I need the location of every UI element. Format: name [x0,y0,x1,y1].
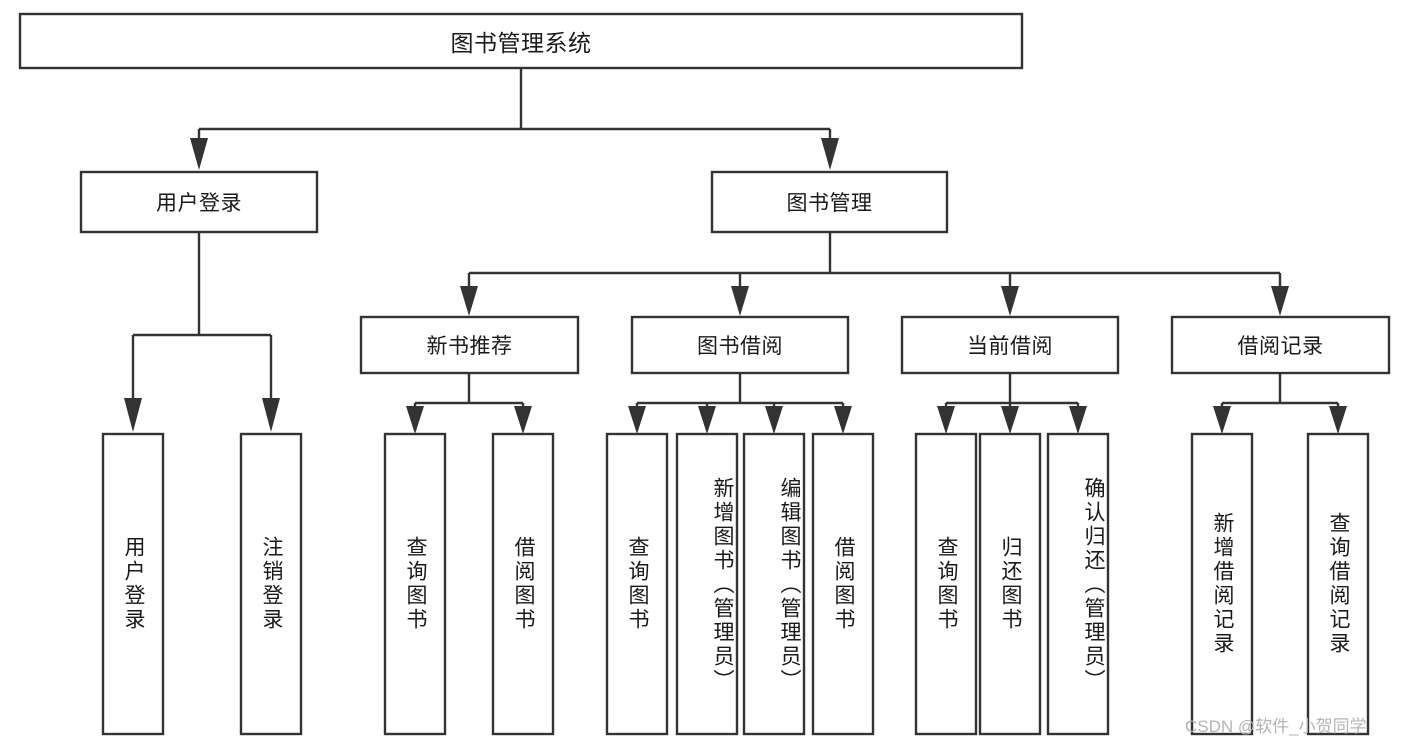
arrow-head-book-manage [821,138,839,170]
node-box-leaf-add-record[interactable] [1190,432,1254,736]
connector-group-user-login [124,232,280,432]
node-box-root[interactable] [18,12,1024,70]
arrow-head-user-login [190,138,208,170]
arrow-head-leaf-query-book-1 [406,406,424,434]
node-box-leaf-query-book-2[interactable] [605,432,669,736]
arrow-head-leaf-query-book-3 [937,406,955,434]
node-box-leaf-return-book[interactable] [978,432,1042,736]
node-box-current-borrow[interactable] [900,315,1120,375]
connector-group-borrow-record [1213,373,1347,434]
arrow-head-borrow-record [1271,286,1289,316]
arrow-head-leaf-logout [262,398,280,432]
node-box-leaf-query-book-3[interactable] [914,432,978,736]
arrow-head-leaf-user-login [124,398,142,432]
node-box-book-manage[interactable] [710,170,949,234]
arrow-head-leaf-borrow-book-2 [834,406,852,434]
node-box-leaf-borrow-book-1[interactable] [491,432,555,736]
arrow-head-current-borrow [1001,286,1019,316]
arrow-head-leaf-confirm-return [1069,406,1087,434]
arrow-head-new-book-rec [460,286,478,316]
node-box-leaf-confirm-return[interactable] [1046,432,1110,736]
node-box-new-book-rec[interactable] [359,315,580,375]
node-box-leaf-query-record[interactable] [1306,432,1370,736]
arrow-head-leaf-query-book-2 [628,406,646,434]
connector-group-book-borrow [628,373,852,434]
node-box-leaf-user-login[interactable] [101,432,165,736]
connector-group-new-book-rec [406,373,532,434]
node-box-leaf-add-book[interactable] [675,432,739,736]
arrow-head-leaf-add-record [1213,406,1231,434]
connector-group-book-manage [460,232,1289,316]
arrow-head-leaf-edit-book [765,406,783,434]
connector-group-current-borrow [937,373,1087,434]
arrow-head-leaf-query-record [1329,406,1347,434]
node-box-leaf-logout[interactable] [239,432,303,736]
node-box-leaf-edit-book[interactable] [742,432,806,736]
arrow-head-leaf-borrow-book-1 [514,406,532,434]
node-box-borrow-record[interactable] [1170,315,1391,375]
node-box-user-login[interactable] [79,170,319,234]
arrow-head-leaf-return-book [1001,406,1019,434]
arrow-head-book-borrow [731,286,749,316]
node-box-leaf-query-book-1[interactable] [383,432,447,736]
connector-group-root [190,69,839,170]
node-box-book-borrow[interactable] [630,315,850,375]
arrow-head-leaf-add-book [698,406,716,434]
node-box-leaf-borrow-book-2[interactable] [811,432,875,736]
